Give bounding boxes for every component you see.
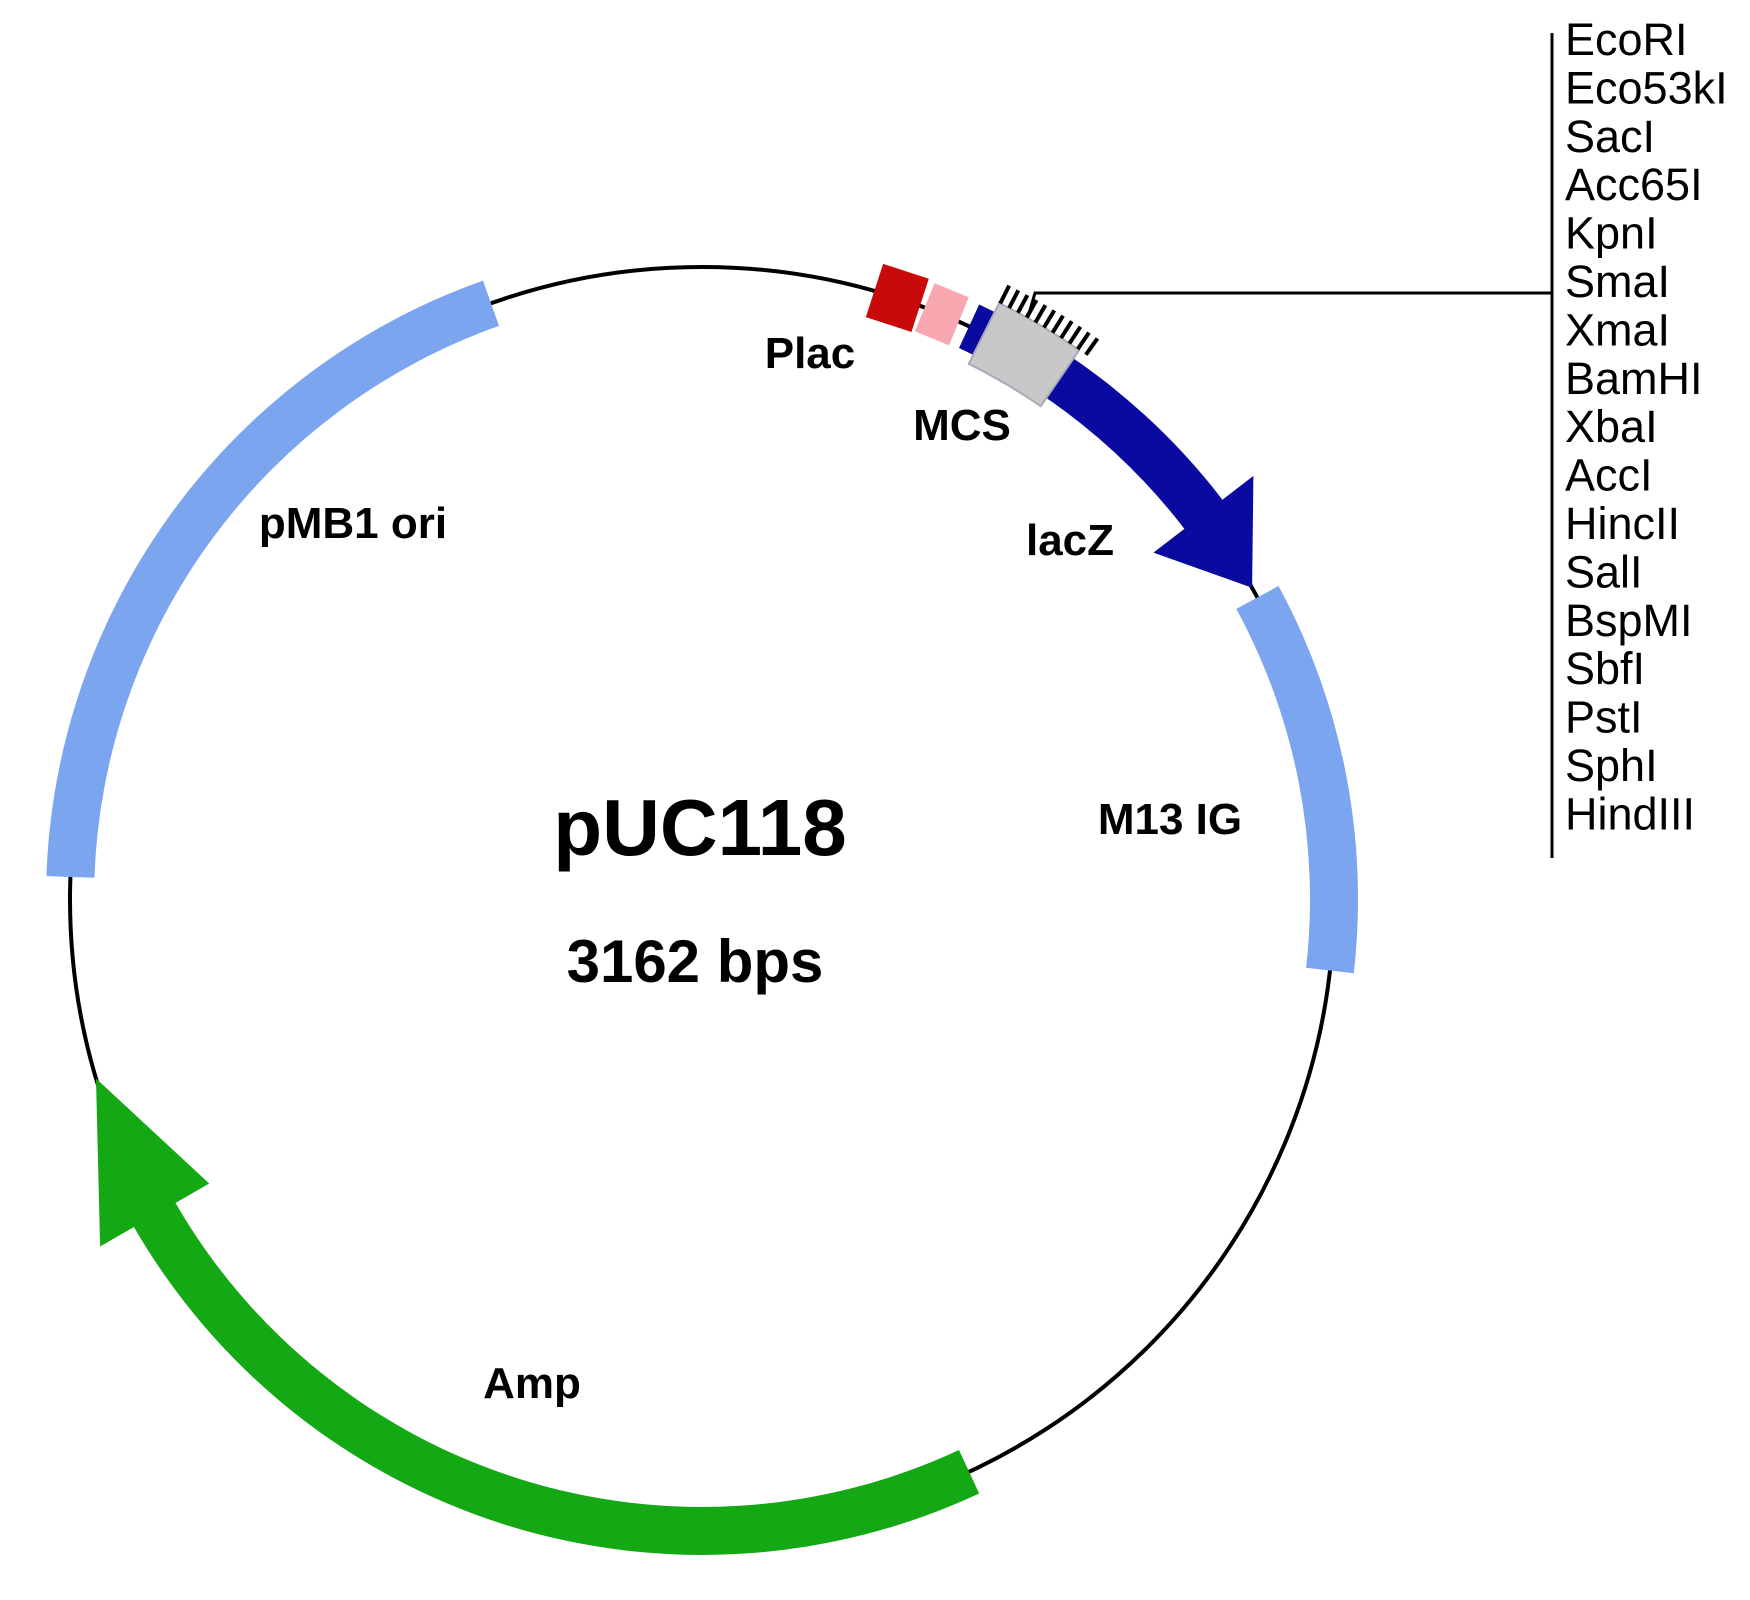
enzyme-label: BamHI bbox=[1565, 353, 1703, 404]
mcs-tick bbox=[1016, 294, 1030, 314]
feature-pmb1-ori bbox=[46, 280, 500, 878]
mcs-tick bbox=[1033, 304, 1048, 324]
enzyme-label: SalI bbox=[1565, 546, 1643, 597]
features-layer bbox=[46, 263, 1359, 1555]
enzyme-list: EcoRIEco53kISacIAcc65IKpnISmaIXmaIBamHIX… bbox=[1565, 14, 1728, 839]
enzyme-label: BspMI bbox=[1565, 595, 1693, 646]
mcs-tick bbox=[1067, 325, 1083, 345]
mcs-tick bbox=[1007, 289, 1021, 309]
enzyme-label: PstI bbox=[1565, 692, 1643, 743]
feature-mcs-block bbox=[967, 301, 1081, 408]
mcs-tick bbox=[998, 284, 1011, 305]
enzyme-label: HindIII bbox=[1565, 788, 1695, 839]
feature-label-amp: Amp bbox=[483, 1359, 581, 1408]
enzyme-label: Eco53kI bbox=[1565, 62, 1728, 113]
feature-m13-ig bbox=[1236, 586, 1359, 974]
mcs-tick bbox=[1076, 331, 1091, 351]
enzyme-label: SacI bbox=[1565, 111, 1655, 162]
feature-amp-arrow bbox=[96, 1078, 980, 1555]
feature-label-pmb1-ori: pMB1 ori bbox=[259, 499, 447, 548]
mcs-tick bbox=[1084, 337, 1100, 356]
plasmid-size: 3162 bps bbox=[567, 928, 824, 995]
enzyme-label: SbfI bbox=[1565, 643, 1645, 694]
enzyme-label: AccI bbox=[1565, 450, 1653, 501]
mcs-tick bbox=[1050, 314, 1065, 334]
enzyme-label: Acc65I bbox=[1565, 159, 1703, 210]
enzyme-label: EcoRI bbox=[1565, 14, 1688, 65]
feature-label-lacz: lacZ bbox=[1026, 516, 1114, 565]
plasmid-title: pUC118 bbox=[553, 783, 846, 872]
feature-label-m13-ig: M13 IG bbox=[1098, 795, 1242, 844]
feature-label-mcs: MCS bbox=[913, 401, 1011, 450]
mcs-leader-line bbox=[1026, 291, 1552, 318]
enzyme-label: KpnI bbox=[1565, 208, 1658, 259]
mcs-tick bbox=[1042, 309, 1057, 329]
mcs-tick bbox=[1059, 320, 1074, 340]
enzyme-label: SmaI bbox=[1565, 256, 1670, 307]
enzyme-label: HincII bbox=[1565, 498, 1680, 549]
enzyme-label: XbaI bbox=[1565, 401, 1658, 452]
feature-plac-op-box bbox=[914, 283, 969, 346]
enzyme-label: XmaI bbox=[1565, 304, 1670, 355]
feature-labels-layer: pMB1 ori Plac lacZ MCS M13 IG Amp bbox=[259, 329, 1242, 1408]
feature-label-plac: Plac bbox=[765, 329, 856, 378]
enzyme-label: SphI bbox=[1565, 740, 1658, 791]
feature-plac-box bbox=[865, 263, 929, 332]
